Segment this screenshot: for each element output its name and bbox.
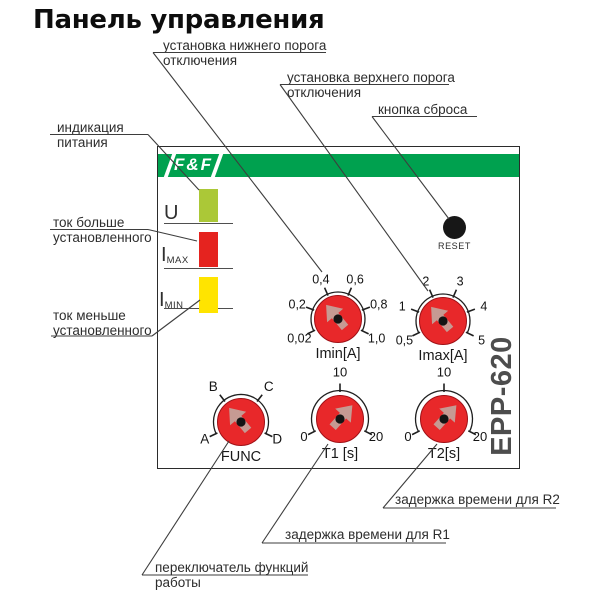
imax-knob[interactable]: 0,5 1 2 3 4 5 Imax[A]: [383, 261, 503, 381]
svg-text:20: 20: [369, 429, 383, 444]
callout-delay-r2: задержка времени для R2: [395, 492, 560, 507]
led-label-imax: IMAX: [161, 244, 189, 266]
svg-text:5: 5: [478, 333, 485, 347]
svg-text:0: 0: [404, 429, 411, 444]
imin-led: [199, 277, 218, 313]
led-label-imin: IMIN: [159, 289, 184, 311]
svg-text:3: 3: [457, 275, 464, 289]
svg-text:1: 1: [399, 299, 406, 313]
brand-bar: F&F: [158, 154, 519, 177]
brand-logo: F&F: [174, 155, 214, 174]
svg-text:0,2: 0,2: [289, 297, 306, 311]
reset-label: RESET: [437, 241, 471, 251]
svg-text:0,6: 0,6: [346, 273, 363, 287]
svg-text:1,0: 1,0: [368, 331, 385, 345]
svg-text:C: C: [264, 379, 274, 394]
t2-knob[interactable]: 0 10 20 T2[s]: [384, 359, 504, 479]
callout-under-current: ток меньше установленного: [53, 308, 152, 338]
svg-text:0,02: 0,02: [287, 331, 311, 345]
svg-text:10: 10: [333, 365, 347, 380]
callout-power-indication: индикация питания: [57, 120, 124, 150]
page-title: Панель управления: [33, 5, 325, 35]
svg-text:0: 0: [300, 429, 307, 444]
svg-text:0,8: 0,8: [370, 297, 387, 311]
svg-text:10: 10: [437, 365, 451, 380]
imin-knob-caption: Imin[A]: [315, 346, 361, 362]
callout-reset: кнопка сброса: [378, 102, 468, 117]
imax-led: [199, 232, 218, 267]
reset-button[interactable]: [443, 216, 466, 239]
func-knob[interactable]: A B C D FUNC: [181, 362, 301, 482]
svg-text:B: B: [209, 379, 218, 394]
svg-text:2: 2: [422, 275, 429, 289]
svg-text:20: 20: [473, 429, 487, 444]
callout-over-current: ток больше установленного: [53, 215, 152, 245]
svg-text:0,5: 0,5: [396, 333, 413, 347]
callout-delay-r1: задержка времени для R1: [285, 527, 450, 542]
led-divider: [164, 268, 233, 270]
func-knob-caption: FUNC: [220, 449, 262, 465]
t2-knob-caption: T2[s]: [427, 446, 461, 462]
imax-knob-caption: Imax[A]: [418, 348, 468, 364]
svg-text:D: D: [272, 431, 282, 446]
svg-text:4: 4: [480, 299, 487, 313]
callout-upper-threshold: установка верхнего порога отключения: [287, 70, 455, 100]
led-label-u: U: [164, 202, 179, 224]
power-led: [199, 189, 218, 222]
t1-knob-caption: T1 [s]: [321, 446, 359, 462]
svg-text:0,4: 0,4: [312, 273, 329, 287]
device-panel: F&F U IMAX IMIN RESET 0,02 0,2 0,4 0,6 0,8 1,…: [157, 146, 520, 469]
callout-lower-threshold: установка нижнего порога отключения: [163, 38, 327, 68]
callout-func-switch: переключатель функций работы: [155, 560, 309, 590]
t1-knob[interactable]: 0 10 20 T1 [s]: [280, 359, 400, 479]
svg-text:A: A: [200, 431, 209, 446]
